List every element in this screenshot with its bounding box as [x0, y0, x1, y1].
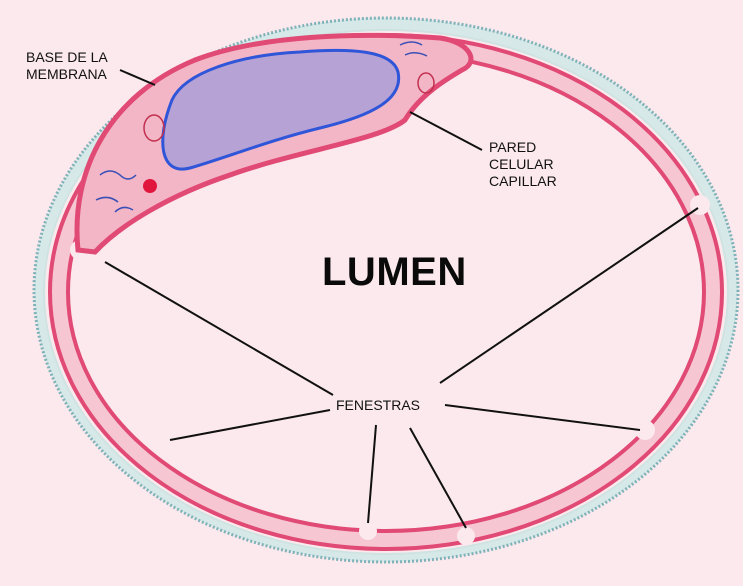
- label-fenestras: FENESTRAS: [336, 397, 420, 414]
- label-line: CELULAR: [489, 156, 557, 173]
- fenestra-gap: [87, 337, 103, 353]
- label-basement-membrane: BASE DE LA MEMBRANA: [26, 49, 108, 83]
- label-line: BASE DE LA: [26, 49, 108, 66]
- fenestra-gap: [150, 433, 170, 453]
- label-line: MEMBRANA: [26, 66, 108, 83]
- fenestra-gap: [359, 522, 377, 540]
- organelle-red: [143, 179, 157, 193]
- label-lumen: LUMEN: [322, 250, 467, 295]
- membrane-pointer-line: [120, 70, 155, 85]
- label-line: CAPILLAR: [489, 173, 557, 190]
- label-line: PARED: [489, 139, 557, 156]
- fenestra-gap: [457, 527, 475, 545]
- label-capillary-wall: PARED CELULAR CAPILLAR: [489, 139, 557, 190]
